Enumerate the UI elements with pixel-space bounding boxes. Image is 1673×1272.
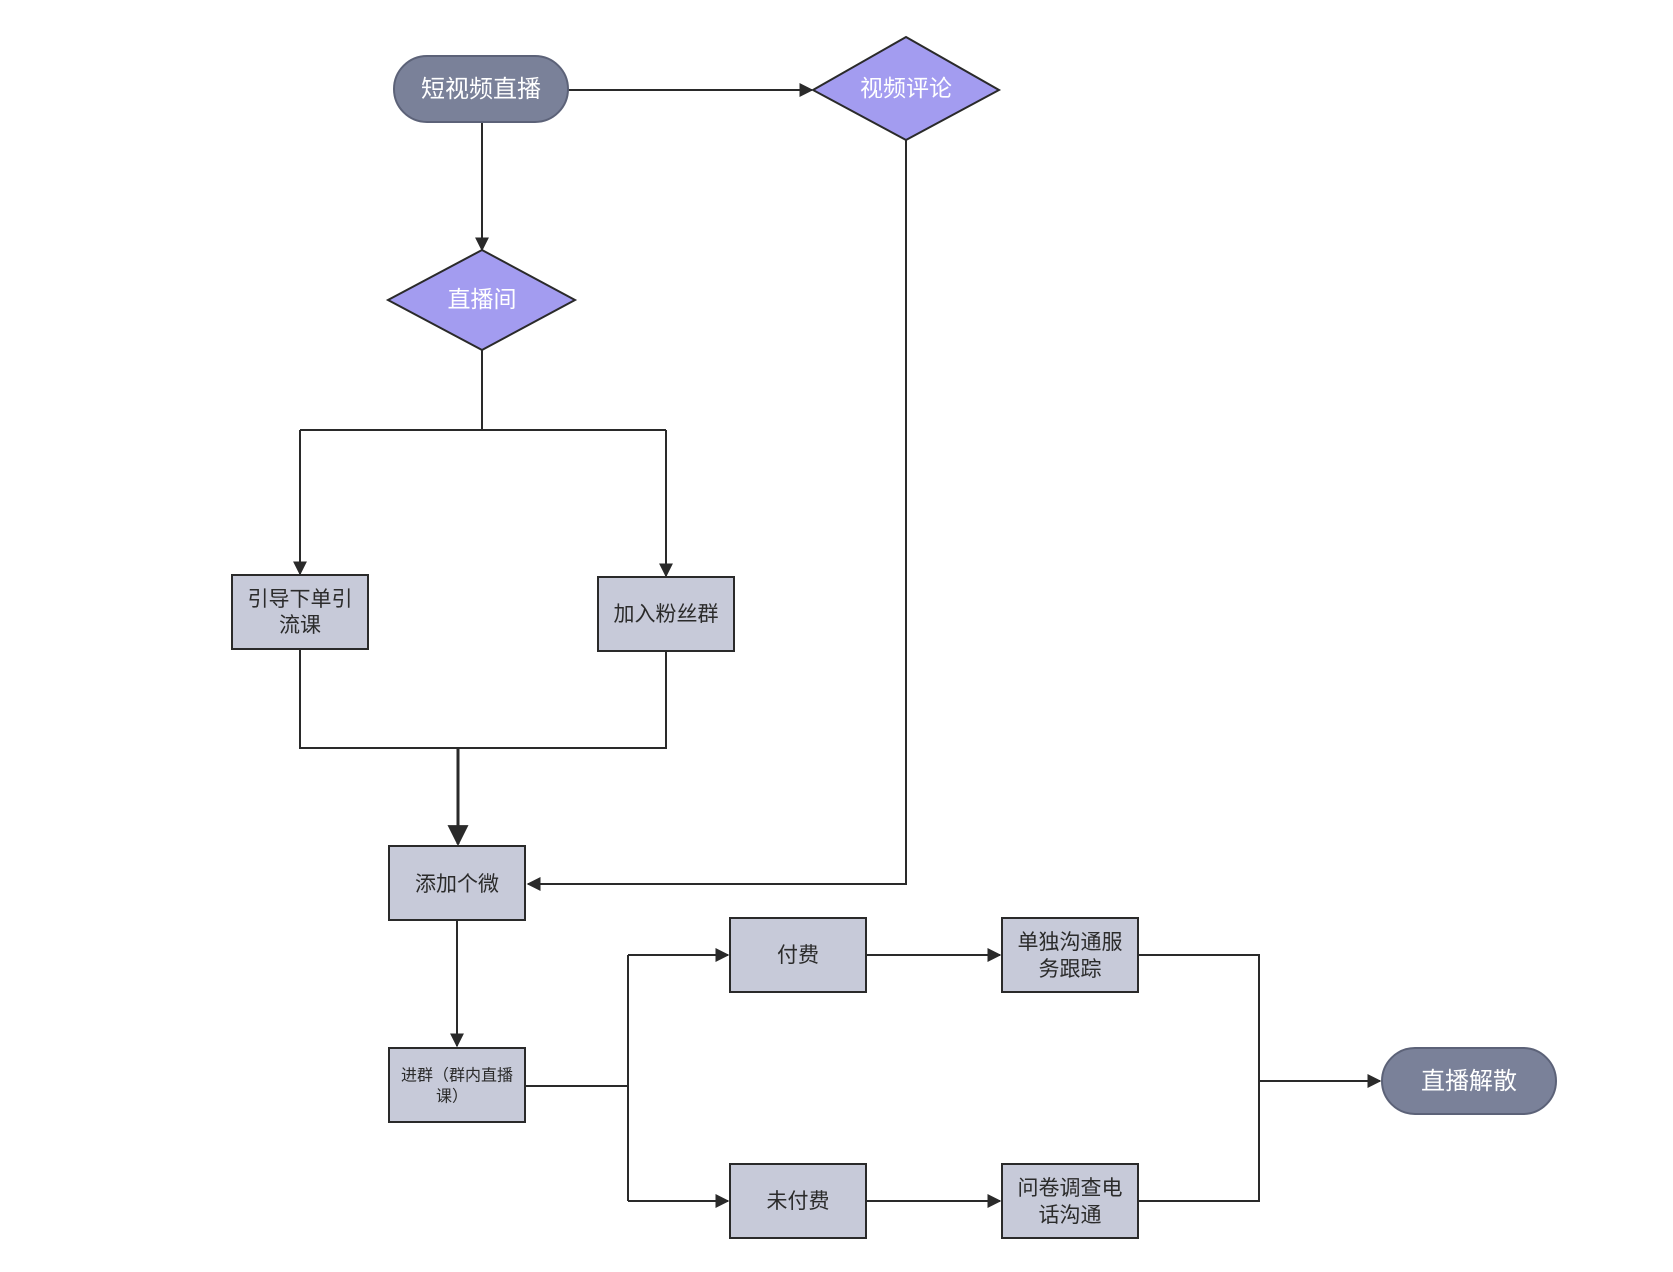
edge-join-group-split: [524, 955, 629, 1201]
add-wechat-label: 添加个微: [415, 872, 499, 896]
unpaid-label: 未付费: [767, 1189, 830, 1213]
individual-service-label-line2: 务跟踪: [1039, 957, 1102, 981]
guide-order-label-line2: 流课: [279, 613, 321, 637]
guide-order-label-line1: 引导下单引: [248, 587, 353, 611]
join-group-label-line2: 课）: [436, 1087, 468, 1106]
paid-process: 付费: [729, 917, 867, 993]
fan-group-label: 加入粉丝群: [614, 602, 719, 626]
video-comment-label: 视频评论: [860, 76, 952, 102]
unpaid-process: 未付费: [729, 1163, 867, 1239]
end-terminal-label: 直播解散: [1421, 1067, 1517, 1095]
start-terminal-label: 短视频直播: [421, 75, 541, 103]
survey-call-process: 问卷调查电 话沟通: [1001, 1163, 1139, 1239]
connectors: [293, 83, 1382, 1208]
video-comment-decision: 视频评论: [810, 35, 1002, 142]
survey-call-label-line2: 话沟通: [1039, 1203, 1102, 1227]
join-group-process: 进群（群内直播 课）: [388, 1047, 526, 1123]
live-room-label: 直播间: [448, 287, 517, 313]
live-room-decision: 直播间: [385, 248, 578, 352]
edge-video-comment-to-add-wechat: [526, 140, 907, 891]
end-terminal: 直播解散: [1381, 1047, 1557, 1115]
edge-branches-merge: [299, 650, 667, 749]
individual-service-process: 单独沟通服 务跟踪: [1001, 917, 1139, 993]
paid-label: 付费: [777, 943, 819, 967]
guide-order-process: 引导下单引 流课: [231, 574, 369, 650]
join-group-label-line1: 进群（群内直播: [401, 1066, 513, 1085]
edge-outcomes-merge: [1138, 954, 1260, 1202]
survey-call-label-line1: 问卷调查电: [1018, 1176, 1123, 1200]
start-terminal: 短视频直播: [393, 55, 569, 123]
fan-group-process: 加入粉丝群: [597, 576, 735, 652]
add-wechat-process: 添加个微: [388, 845, 526, 921]
edge-live-room-split: [300, 350, 666, 431]
individual-service-label-line1: 单独沟通服: [1018, 930, 1123, 954]
